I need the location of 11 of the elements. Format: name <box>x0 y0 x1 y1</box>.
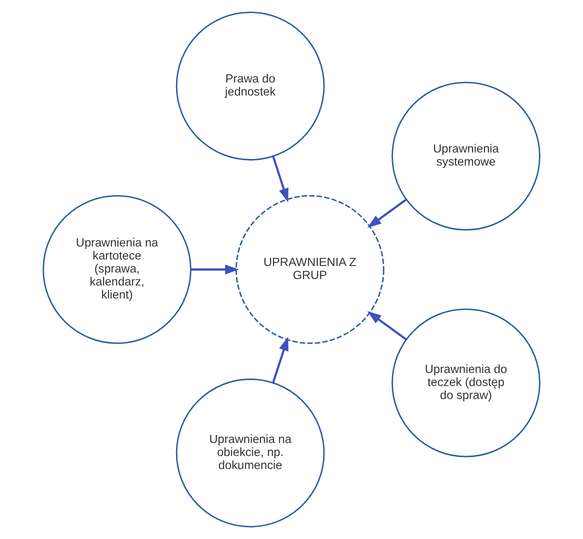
arrow <box>367 311 407 340</box>
arrow <box>367 198 407 228</box>
node-circle: Uprawnienia na kartotece (sprawa, kalendarz, klient) <box>42 195 192 344</box>
node-circle: Prawa do jednostek <box>176 12 325 160</box>
node-circle: Uprawnienia na obiekcie, np. dokumencie <box>176 378 325 528</box>
node-circle: Uprawnienia do teczek (dostęp do spraw) <box>392 308 540 458</box>
node-circle: UPRAWNIENIA Z GRUP <box>236 195 384 344</box>
arrow <box>190 264 240 274</box>
arrow <box>272 156 288 202</box>
arrow <box>272 336 288 383</box>
node-circle: Uprawnienia systemowe <box>392 82 540 231</box>
